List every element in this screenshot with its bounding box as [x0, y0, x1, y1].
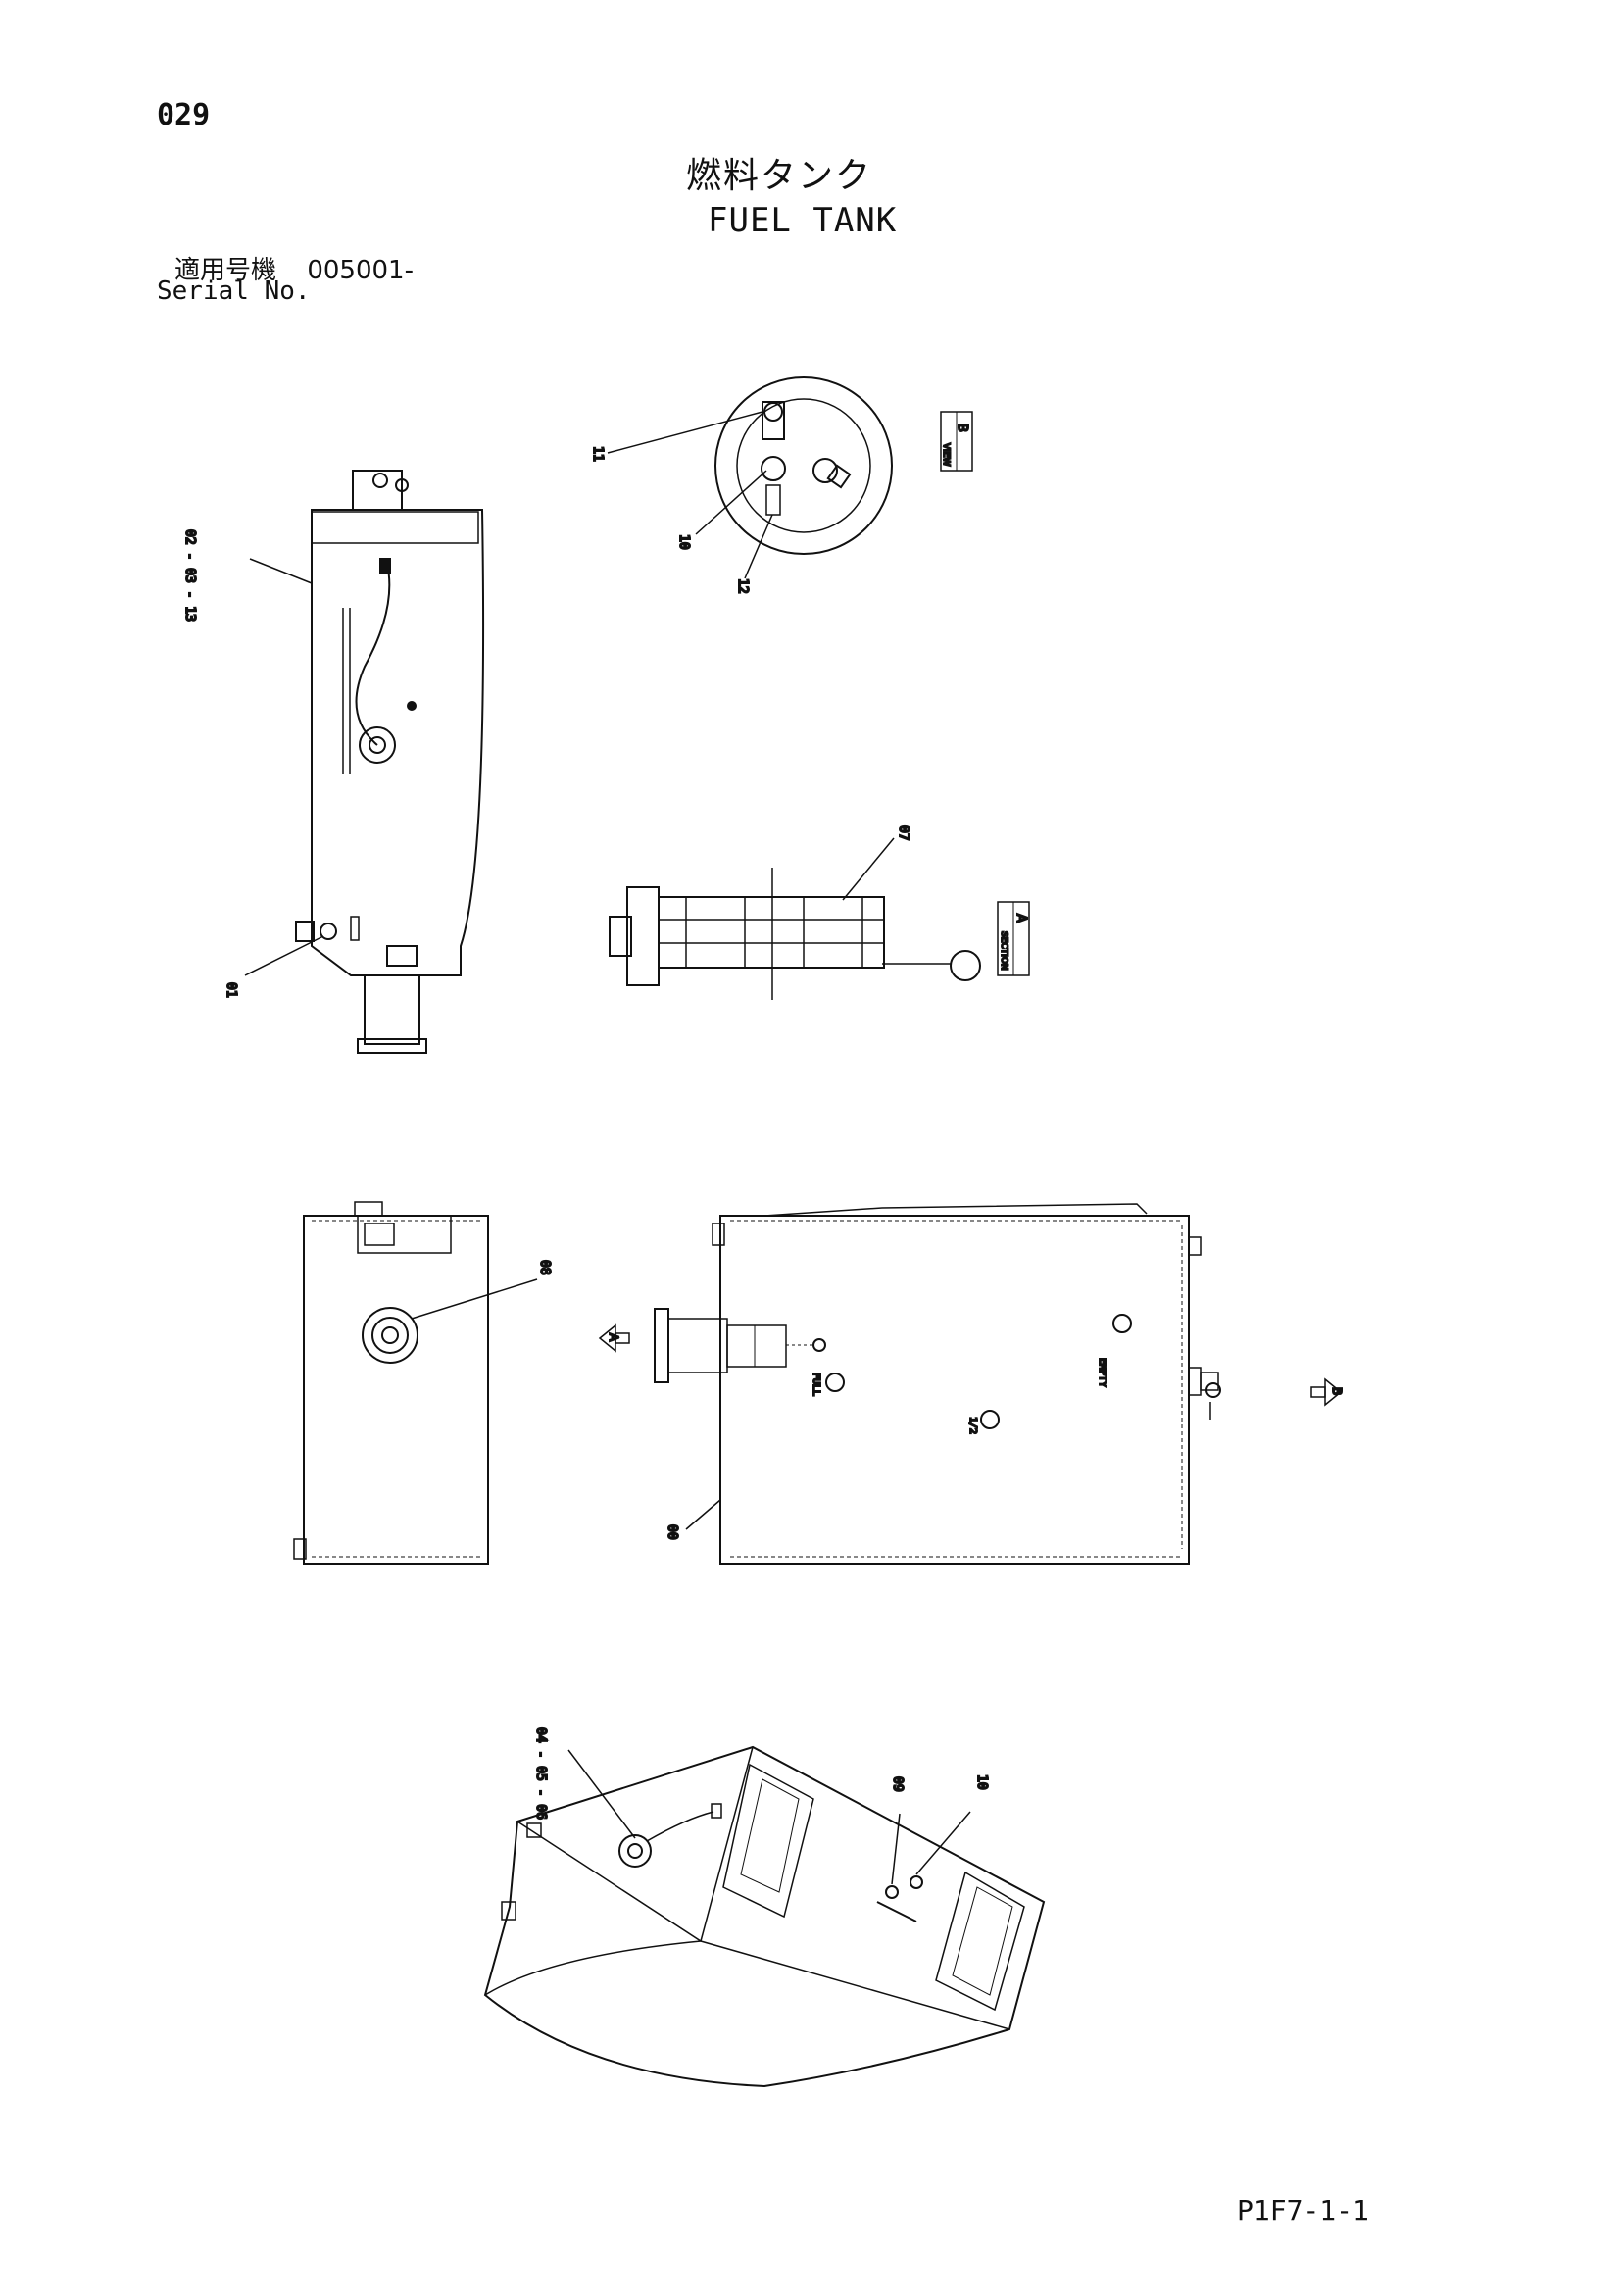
level-mark-half: 1/2: [967, 1417, 978, 1434]
level-mark-empty: EMPTY: [1097, 1358, 1107, 1387]
section-a-tag-sub: SECTION: [999, 931, 1008, 971]
serial-line-japanese: 適用号機 005001-: [174, 250, 414, 286]
callout-10: 10: [676, 534, 691, 550]
side-view: [244, 470, 485, 1054]
view-b: [607, 376, 973, 579]
view-b-tag-sub: VIEW: [941, 443, 951, 466]
callout-04-05-06: 04 - 05 - 06: [533, 1727, 548, 1820]
title-japanese: 燃料タンク: [686, 156, 873, 196]
section-a-tag: A: [1013, 914, 1028, 923]
end-view: [293, 1201, 538, 1565]
callout-01: 01: [223, 982, 238, 998]
section-a: [609, 837, 1030, 1000]
serial-label-jp: 適用号機: [174, 256, 277, 285]
callout-11: 11: [590, 446, 605, 462]
level-mark-full: FULL: [811, 1373, 821, 1396]
drawing-code: P1F7-1-1: [1237, 2194, 1369, 2226]
front-view: [598, 1203, 1343, 1565]
page-number: 029: [157, 98, 211, 132]
isometric-view: [483, 1745, 1046, 2088]
callout-07: 07: [896, 825, 910, 841]
serial-value: 005001-: [307, 256, 414, 285]
callout-09: 09: [890, 1776, 905, 1792]
serial-label-english: Serial No.: [157, 276, 311, 306]
callout-08: 08: [537, 1260, 552, 1275]
title-english: FUEL TANK: [708, 201, 898, 240]
callout-00: 00: [664, 1524, 679, 1540]
arrow-b-label: B: [1330, 1387, 1344, 1395]
callout-02-03-13: 02 - 03 - 13: [182, 529, 197, 622]
arrow-a-label: A: [607, 1333, 620, 1342]
callout-10-iso: 10: [974, 1774, 989, 1790]
callout-12: 12: [735, 578, 750, 594]
view-b-tag: B: [955, 424, 969, 432]
